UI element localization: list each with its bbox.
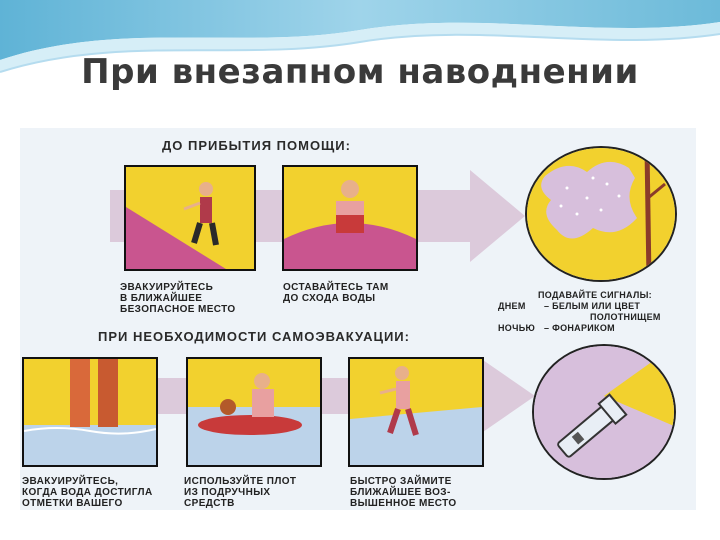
heading-self-evacuation: ПРИ НЕОБХОДИМОСТИ САМОЭВАКУАЦИИ: <box>98 329 410 344</box>
panel-higher-ground <box>348 357 484 467</box>
panel-stay-on-hill <box>282 165 418 271</box>
caption-evacuate-water-level: ЭВАКУИРУЙТЕСЬ, КОГДА ВОДА ДОСТИГЛА ОТМЕТ… <box>22 476 153 509</box>
panel-water-level <box>22 357 158 467</box>
panel-evacuate-hill <box>124 165 256 271</box>
slide-title: При внезапном наводнении <box>81 52 639 92</box>
signals-day-label: ДНЕМ <box>498 301 526 311</box>
flood-safety-poster: ДО ПРИБЫТИЯ ПОМОЩИ: ПРИ НЕОБХОДИМОСТИ СА… <box>20 128 696 510</box>
caption-evacuate-safe-place: ЭВАКУИРУЙТЕСЬ В БЛИЖАЙШЕЕ БЕЗОПАСНОЕ МЕС… <box>120 282 236 315</box>
signals-day-text-2: ПОЛОТНИЩЕМ <box>590 312 661 322</box>
header-wave-decoration <box>0 0 720 73</box>
caption-use-raft: ИСПОЛЬЗУЙТЕ ПЛОТ ИЗ ПОДРУЧНЫХ СРЕДСТВ <box>184 476 297 509</box>
signals-title: ПОДАВАЙТЕ СИГНАЛЫ: <box>538 290 652 300</box>
caption-occupy-high-place: БЫСТРО ЗАЙМИТЕ БЛИЖАЙШЕЕ ВОЗ- ВЫШЕННОЕ М… <box>350 476 457 509</box>
caption-stay-until-water-recedes: ОСТАВАЙТЕСЬ ТАМ ДО СХОДА ВОДЫ <box>283 282 389 304</box>
heading-before-help: ДО ПРИБЫТИЯ ПОМОЩИ: <box>162 138 351 153</box>
signals-day-text: – БЕЛЫМ ИЛИ ЦВЕТ <box>544 301 641 311</box>
signals-night-label: НОЧЬЮ <box>498 323 536 333</box>
signals-night-text: – ФОНАРИКОМ <box>544 323 615 333</box>
circle-signal-cloth <box>525 146 677 282</box>
circle-flashlight <box>532 344 676 480</box>
signals-instructions: ПОДАВАЙТЕ СИГНАЛЫ: ДНЕМ– БЕЛЫМ ИЛИ ЦВЕТ … <box>498 290 696 334</box>
panel-raft <box>186 357 322 467</box>
